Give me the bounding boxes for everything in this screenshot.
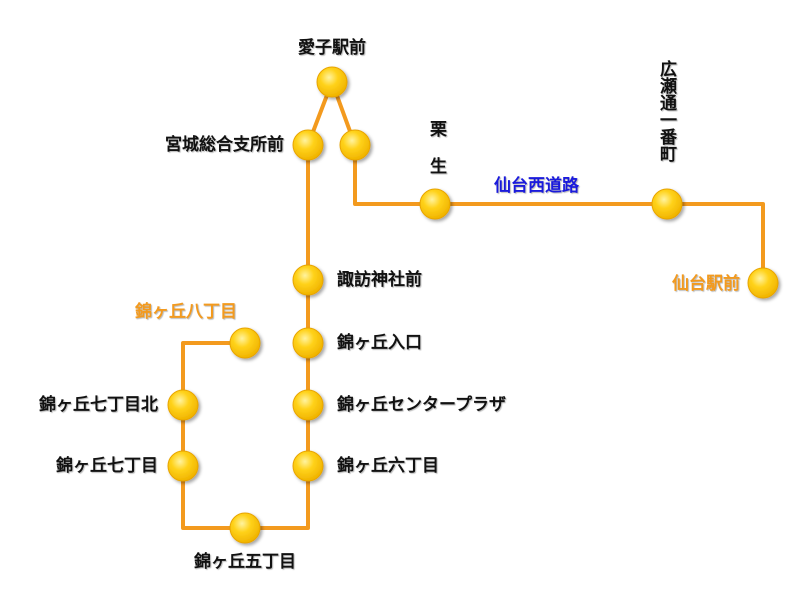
stop-marker-nishiki-8[interactable] xyxy=(229,327,261,359)
stop-markers xyxy=(167,66,779,544)
stop-label-nishiki-6: 錦ヶ丘六丁目 xyxy=(337,456,439,476)
stop-label-nishiki-iriguchi: 錦ヶ丘入口 xyxy=(337,333,422,353)
stop-marker-miyagi-sogo-shisho[interactable] xyxy=(292,129,324,161)
stop-label-suwa-jinja: 諏訪神社前 xyxy=(337,270,422,290)
stop-label-aiko-ekimae: 愛子駅前 xyxy=(298,38,366,58)
stop-label-hirose-dori: 広瀬通一番町 xyxy=(656,60,676,162)
road-label-sendai-seido: 仙台西道路 xyxy=(494,176,579,196)
stop-marker-nishiki-center[interactable] xyxy=(292,389,324,421)
stop-marker-aiko-branch-east[interactable] xyxy=(339,129,371,161)
stop-label-kuriu: 栗生 xyxy=(426,120,446,194)
stop-label-miyagi-sogo-shisho: 宮城総合支所前 xyxy=(165,135,284,155)
stop-label-nishiki-center: 錦ヶ丘センタープラザ xyxy=(337,395,506,415)
stop-label-nishiki-7-kita: 錦ヶ丘七丁目北 xyxy=(39,395,158,415)
stop-marker-nishiki-iriguchi[interactable] xyxy=(292,327,324,359)
stop-marker-hirose-dori[interactable] xyxy=(651,188,683,220)
stop-marker-kuriu[interactable] xyxy=(419,188,451,220)
stop-label-sendai-ekimae: 仙台駅前 xyxy=(672,274,740,294)
stop-marker-nishiki-7-kita[interactable] xyxy=(167,389,199,421)
stop-label-nishiki-7: 錦ヶ丘七丁目 xyxy=(56,456,158,476)
route-line-main xyxy=(353,143,765,285)
stop-marker-nishiki-6[interactable] xyxy=(292,450,324,482)
stop-marker-nishiki-5[interactable] xyxy=(229,512,261,544)
stop-marker-sendai-ekimae[interactable] xyxy=(747,267,779,299)
stop-marker-nishiki-7[interactable] xyxy=(167,450,199,482)
stop-label-nishiki-5: 錦ヶ丘五丁目 xyxy=(194,552,296,572)
stop-marker-suwa-jinja[interactable] xyxy=(292,264,324,296)
stop-label-nishiki-8: 錦ヶ丘八丁目 xyxy=(135,302,237,322)
stop-marker-aiko-ekimae[interactable] xyxy=(316,66,348,98)
